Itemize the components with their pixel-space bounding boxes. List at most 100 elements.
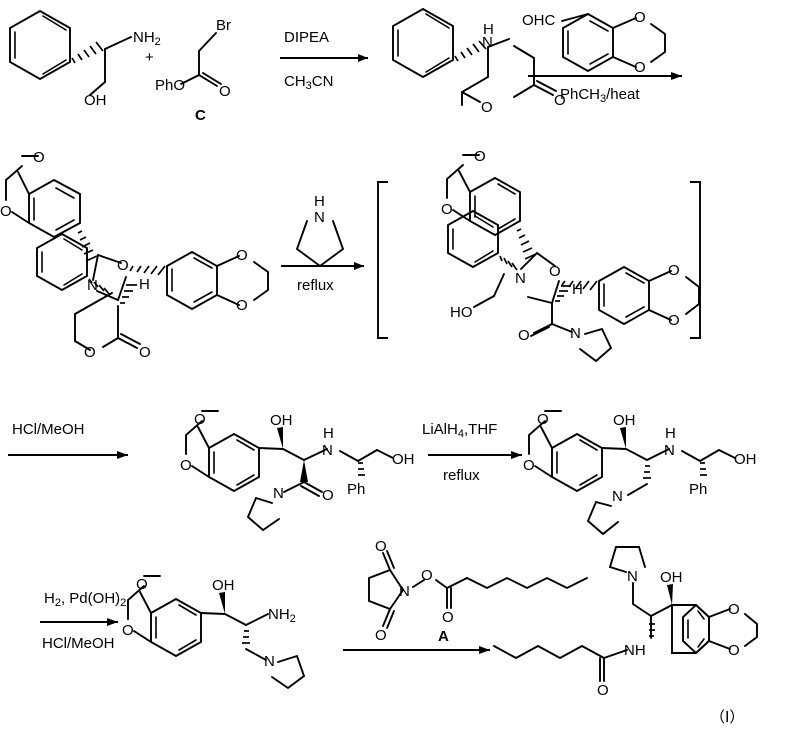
label-r3-amide-o: O bbox=[322, 487, 334, 504]
label-bd1-o-bottom: O bbox=[0, 203, 12, 220]
condition-below-5: reflux bbox=[443, 467, 480, 484]
condition-below-1: CH3CN bbox=[284, 73, 333, 92]
label-nhs-o-top: O bbox=[375, 538, 387, 555]
label-int-bd-o-bottom: O bbox=[441, 201, 453, 218]
label-r3b-ph: Ph bbox=[689, 481, 707, 498]
label-int-bd2-o-top: O bbox=[668, 262, 680, 279]
condition-below-3: reflux bbox=[297, 277, 334, 294]
label-br: Br bbox=[216, 17, 231, 34]
label-int-oxazolidine-o: O bbox=[549, 263, 561, 280]
label-r4-bd-o-top: O bbox=[136, 576, 148, 593]
intermediate-bracket-right bbox=[690, 181, 701, 339]
label-final-pyrrolidine-n: N bbox=[627, 568, 638, 585]
structure-phenylglycinol: NH2 OH bbox=[9, 9, 161, 109]
structure-oxazolidine-intermediate: O O O N HO bbox=[441, 148, 700, 363]
label-morpholine-o: O bbox=[481, 99, 493, 116]
label-r3b-nh: N bbox=[664, 442, 675, 459]
label-dioxane-o-bottom: O bbox=[634, 59, 646, 76]
label-pho: PhO bbox=[155, 77, 185, 94]
label-nhs-carbonyl-o: O bbox=[442, 609, 454, 626]
label-r3b-nh-h: H bbox=[665, 425, 676, 442]
condition-above-6: H2, Pd(OH)2 bbox=[44, 590, 126, 609]
compound-label-c: C bbox=[195, 107, 206, 124]
label-ohc: OHC bbox=[522, 12, 556, 29]
label-bd2-o-top: O bbox=[236, 247, 248, 264]
condition-above-5: LiAlH4,THF bbox=[422, 421, 497, 440]
label-r3b-pyrrolidine-n: N bbox=[612, 488, 623, 505]
structure-tricyclic-oxazolomorpholinone: O O O N bbox=[0, 149, 269, 361]
intermediate-bracket-left bbox=[377, 181, 388, 339]
reaction-arrow-4: HCl/MeOH bbox=[8, 421, 128, 459]
label-oh: OH bbox=[84, 92, 107, 109]
label-nhs-ester-o: O bbox=[421, 567, 433, 584]
label-lactone-carbonyl-o: O bbox=[554, 92, 566, 109]
label-r4-bd-o-bottom: O bbox=[122, 622, 134, 639]
condition-below-2: PhCH3/heat bbox=[560, 86, 640, 105]
label-r3-ph: Ph bbox=[347, 481, 365, 498]
label-bd1-o-top: O bbox=[33, 149, 45, 166]
label-nhs-n: N bbox=[399, 583, 410, 600]
label-r3b-oh: OH bbox=[613, 412, 636, 429]
label-nh2: NH2 bbox=[133, 29, 161, 48]
label-pyrrolidine-n: N bbox=[314, 209, 325, 226]
compound-label-a: A bbox=[438, 628, 449, 645]
label-final-bd-o-top: O bbox=[728, 601, 740, 618]
structure-reduced-amine: O O OH N N H Ph OH bbox=[523, 410, 757, 536]
label-int-h: H bbox=[572, 281, 583, 298]
label-r3-oh: OH bbox=[270, 412, 293, 429]
label-r3-amide-n: N bbox=[273, 485, 284, 502]
label-final-bd-o-bottom: O bbox=[728, 642, 740, 659]
label-r3-oh-terminal: OH bbox=[392, 451, 415, 468]
structure-final-product: O NH N OH O O bbox=[493, 546, 758, 699]
reaction-arrow-1: DIPEA CH3CN bbox=[280, 29, 368, 92]
structure-benzodioxane-carbaldehyde: OHC O O bbox=[522, 9, 666, 76]
reaction-arrow-5: LiAlH4,THF reflux bbox=[422, 421, 522, 484]
label-final-amide-o: O bbox=[597, 682, 609, 699]
label-r3b-bd-o-top: O bbox=[537, 411, 549, 428]
label-int-bd-o-top: O bbox=[474, 148, 486, 165]
label-r3b-bd-o-bottom: O bbox=[523, 457, 535, 474]
structure-nhs-octanoate: O O N O O A bbox=[368, 538, 588, 645]
structure-phenyl-bromoacetate: Br PhO O C bbox=[155, 17, 231, 124]
condition-above-4: HCl/MeOH bbox=[12, 421, 85, 438]
label-fusion-h: H bbox=[139, 276, 150, 293]
label-int-n: N bbox=[515, 270, 526, 287]
reaction-arrow-2: PhCH3/heat bbox=[528, 72, 682, 105]
structure-phenylmorpholinone: N H O O bbox=[392, 7, 566, 116]
label-ester-o: O bbox=[219, 83, 231, 100]
label-r3-nh-h: H bbox=[323, 425, 334, 442]
label-int-amide-o: O bbox=[518, 327, 530, 344]
label-r4-pyrrolidine-n: N bbox=[264, 653, 275, 670]
label-int-amide-n: N bbox=[570, 325, 581, 342]
label-pyrrolidine-nh: H bbox=[314, 193, 325, 210]
plus-sign-1: + bbox=[145, 49, 154, 66]
label-dioxane-o-top: O bbox=[634, 9, 646, 26]
label-r3-bd-o-bottom: O bbox=[180, 457, 192, 474]
label-ring-n: N bbox=[87, 277, 98, 294]
label-final-nh: NH bbox=[624, 642, 646, 659]
reaction-arrow-6: H2, Pd(OH)2 HCl/MeOH bbox=[40, 590, 126, 652]
condition-below-6: HCl/MeOH bbox=[42, 635, 115, 652]
condition-above-1: DIPEA bbox=[284, 29, 329, 46]
label-morpholine-n: N bbox=[482, 34, 493, 51]
label-r3-nh: N bbox=[322, 442, 333, 459]
reaction-arrow-3: reflux bbox=[281, 262, 364, 294]
label-lactone-o2: O bbox=[139, 344, 151, 361]
product-label-one: （Ⅰ） bbox=[710, 709, 744, 726]
label-r3b-oh-terminal: OH bbox=[734, 451, 757, 468]
label-morpholinone-o2: O bbox=[84, 344, 96, 361]
label-nhs-o-bottom: O bbox=[375, 627, 387, 644]
label-morpholine-nh: H bbox=[483, 21, 494, 38]
structure-free-amine: O O OH N NH2 bbox=[122, 575, 306, 690]
label-final-oh: OH bbox=[660, 569, 683, 586]
label-r4-oh: OH bbox=[212, 577, 235, 594]
label-r3-bd-o-top: O bbox=[194, 411, 206, 428]
label-r4-nh2: NH2 bbox=[268, 606, 296, 625]
label-bd2-o-bottom: O bbox=[236, 297, 248, 314]
label-oxazolidine-o: O bbox=[117, 257, 129, 274]
reaction-arrow-7 bbox=[343, 646, 490, 654]
structure-pyrrolidine-reagent: N H bbox=[295, 193, 345, 268]
label-int-bd2-o-bottom: O bbox=[668, 312, 680, 329]
label-int-ho: HO bbox=[450, 304, 473, 321]
